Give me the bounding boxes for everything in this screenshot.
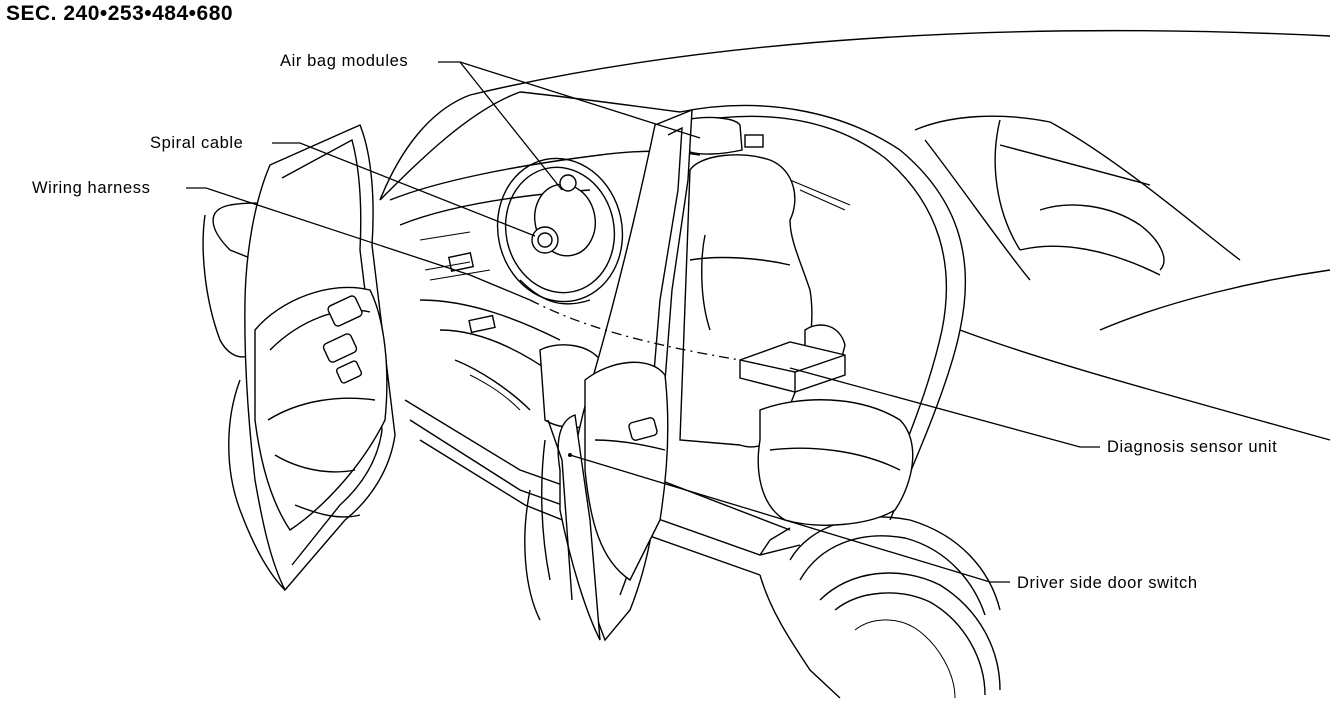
leader-wiring-harness (186, 187, 531, 301)
label-wiring-harness: Wiring harness (32, 179, 150, 197)
door-switch-point (568, 453, 572, 457)
leader-spiral-cable (272, 142, 536, 237)
section-code: SEC. 240•253•484•680 (6, 2, 234, 25)
open-driver-door (202, 124, 396, 592)
leader-driver-side-door-switch (569, 454, 1010, 583)
label-diagnosis-sensor-unit: Diagnosis sensor unit (1107, 438, 1277, 456)
diagnosis-sensor-unit-illustration (739, 341, 846, 393)
callout-labels: Air bag modules Spiral cable Wiring harn… (32, 52, 1277, 592)
label-spiral-cable: Spiral cable (150, 134, 243, 152)
leader-diagnosis-sensor-unit (789, 367, 1100, 448)
open-rear-door (524, 108, 693, 642)
label-driver-side-door-switch: Driver side door switch (1017, 574, 1198, 592)
car-body (379, 29, 1331, 699)
wiring-harness-run (529, 299, 741, 361)
leader-air-bag-to-passenger (459, 61, 701, 139)
leader-lines (186, 61, 1100, 583)
label-air-bag-modules: Air bag modules (280, 52, 408, 70)
